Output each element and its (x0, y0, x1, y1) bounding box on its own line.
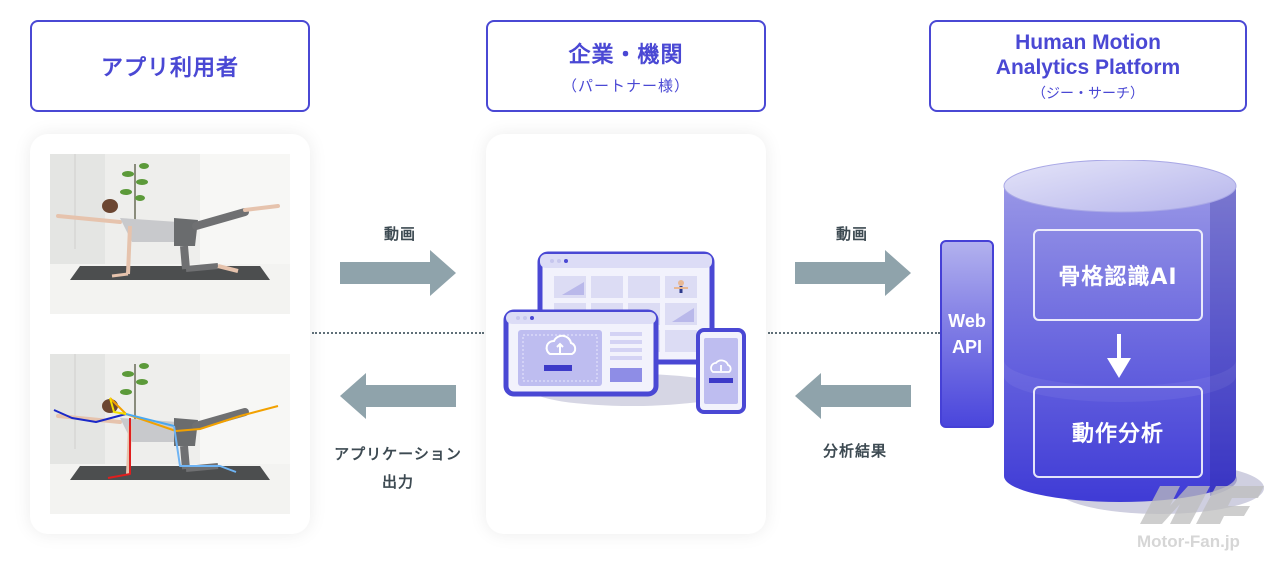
arrow-left-icon (340, 373, 456, 419)
skeleton-overlay (53, 397, 279, 479)
arrow-down-icon (1107, 334, 1131, 378)
motion-analysis-box: 動作分析 (1033, 386, 1203, 478)
web-api-block: Web API (940, 240, 994, 428)
laptop-icon (503, 309, 659, 397)
flow-label-video-right: 動画 (835, 225, 868, 243)
watermark-text: Motor-Fan.jp (1137, 532, 1240, 551)
web-api-line1: Web (948, 311, 986, 331)
header-platform-title-line2: Analytics Platform (995, 55, 1181, 79)
skeleton-recognition-ai-box: 骨格認識AI (1033, 229, 1203, 321)
divider-left (312, 332, 484, 334)
header-corporate-title: 企業・機関 (568, 42, 684, 68)
header-app-users: アプリ利用者 (30, 20, 310, 112)
header-corporate: 企業・機関 （パートナー様） (486, 20, 766, 112)
corporate-card (486, 134, 766, 534)
web-api-line2: API (951, 337, 982, 357)
plant (120, 163, 149, 234)
header-platform: Human Motion Analytics Platform （ジー・サーチ） (929, 20, 1247, 112)
flow-label-analysis-result: 分析結果 (822, 442, 887, 460)
arrow-right-icon (340, 250, 456, 296)
cloud-upload-icon (545, 334, 577, 355)
header-platform-title-line1: Human Motion (1015, 30, 1161, 54)
yoga-pose-skeleton-image (50, 354, 290, 514)
yoga-pose-image (50, 154, 290, 314)
header-app-users-title: アプリ利用者 (100, 56, 239, 81)
flow-label-app-output-line2: 出力 (381, 473, 414, 491)
arrow-right-icon (795, 250, 911, 296)
app-user-card (30, 134, 310, 534)
smartphone-icon (696, 328, 746, 414)
header-platform-subtitle: （ジー・サーチ） (1032, 85, 1144, 102)
yoga-photo-original (50, 154, 290, 314)
flow-label-app-output: アプリケーション 出力 (325, 440, 471, 496)
flow-label-app-output-line1: アプリケーション (334, 445, 462, 463)
yoga-photo-skeleton (50, 354, 290, 514)
arrow-left-icon (795, 373, 911, 419)
header-corporate-subtitle: （パートナー様） (561, 76, 690, 95)
divider-right (768, 332, 940, 334)
motor-fan-logo-icon (1140, 486, 1264, 524)
devices-illustration (503, 251, 746, 414)
flow-label-video-left: 動画 (383, 225, 416, 243)
woman-figure (56, 199, 280, 278)
